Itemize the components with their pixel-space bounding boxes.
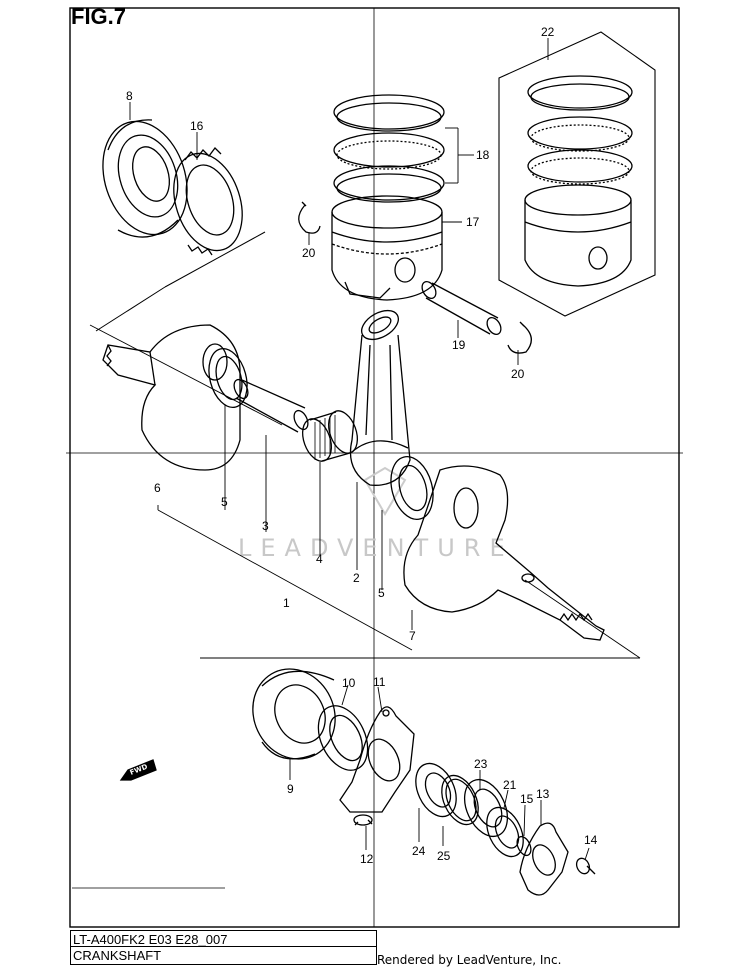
ring-25 — [441, 774, 479, 826]
model-code-box: LT-A400FK2 E03 E28_007 — [70, 930, 377, 947]
callout-13: 13 — [536, 787, 550, 801]
callout-20b: 20 — [511, 367, 525, 381]
needle-bearing-4 — [302, 410, 358, 462]
callout-6: 6 — [154, 481, 161, 495]
crankshaft-left-6 — [89, 324, 283, 471]
callout-8: 8 — [126, 89, 133, 103]
thrust-washer-5b — [390, 456, 434, 520]
forward-direction-marker: FWD — [119, 759, 157, 781]
bearing-24 — [415, 762, 457, 818]
callout-5b: 5 — [378, 586, 385, 600]
figure-title: FIG.7 — [71, 4, 127, 29]
callout-11: 11 — [373, 675, 386, 689]
bearing-8 — [102, 119, 188, 238]
callout-17: 17 — [466, 215, 480, 229]
callout-25: 25 — [437, 849, 451, 863]
piston-rings-18 — [333, 94, 445, 203]
callout-12: 12 — [360, 852, 374, 866]
callout-23: 23 — [474, 757, 488, 771]
crankshaft-assembly-bracket — [157, 405, 413, 651]
render-credit: Rendered by LeadVenture, Inc. — [377, 953, 562, 967]
watermark-text: LEADVENTURE — [238, 534, 514, 562]
screw-12 — [353, 814, 373, 826]
callout-22: 22 — [541, 25, 555, 39]
thrust-washer-5a — [208, 348, 248, 408]
piston-pin-19 — [421, 280, 502, 336]
callout-leaders — [129, 38, 590, 861]
callout-14: 14 — [584, 833, 598, 847]
screw-14 — [575, 857, 596, 875]
piston-pin-circlip-20a — [298, 201, 321, 234]
section-name-box: CRANKSHAFT — [70, 947, 377, 965]
callout-7: 7 — [409, 629, 416, 643]
callout-16: 16 — [190, 119, 204, 133]
callout-1: 1 — [283, 596, 290, 610]
piston-pin-circlip-20b — [507, 321, 532, 354]
callout-19: 19 — [452, 338, 466, 352]
oil-seal-21 — [486, 806, 524, 858]
callout-4: 4 — [316, 552, 323, 566]
bearing-9 — [252, 668, 336, 760]
watermark: LEADVENTURE — [238, 466, 514, 562]
callout-15: 15 — [520, 792, 534, 806]
connecting-rod-2 — [349, 309, 411, 486]
callout-21: 21 — [503, 778, 517, 792]
callout-18: 18 — [476, 148, 490, 162]
piston-17 — [331, 195, 443, 301]
piston-set-22 — [498, 31, 656, 317]
callout-3: 3 — [262, 519, 269, 533]
callout-2: 2 — [353, 571, 360, 585]
drive-gear-16 — [95, 147, 266, 332]
seal-23 — [463, 778, 509, 838]
retainer-plate-13 — [519, 822, 569, 896]
callout-9: 9 — [287, 782, 294, 796]
model-code: LT-A400FK2 E03 E28_007 — [73, 932, 228, 947]
callout-labels: 1 2 3 4 5 5 6 7 8 9 10 11 12 13 14 15 16… — [126, 25, 598, 866]
crankshaft-right-7 — [200, 465, 641, 659]
callout-5a: 5 — [221, 495, 228, 509]
callout-24: 24 — [412, 844, 426, 858]
callout-20a: 20 — [302, 246, 316, 260]
bearing-retainer-11 — [339, 706, 415, 813]
section-name: CRANKSHAFT — [73, 948, 162, 963]
callout-10: 10 — [342, 676, 356, 690]
crank-pin-3 — [233, 378, 309, 433]
diagram-frame — [66, 7, 683, 928]
